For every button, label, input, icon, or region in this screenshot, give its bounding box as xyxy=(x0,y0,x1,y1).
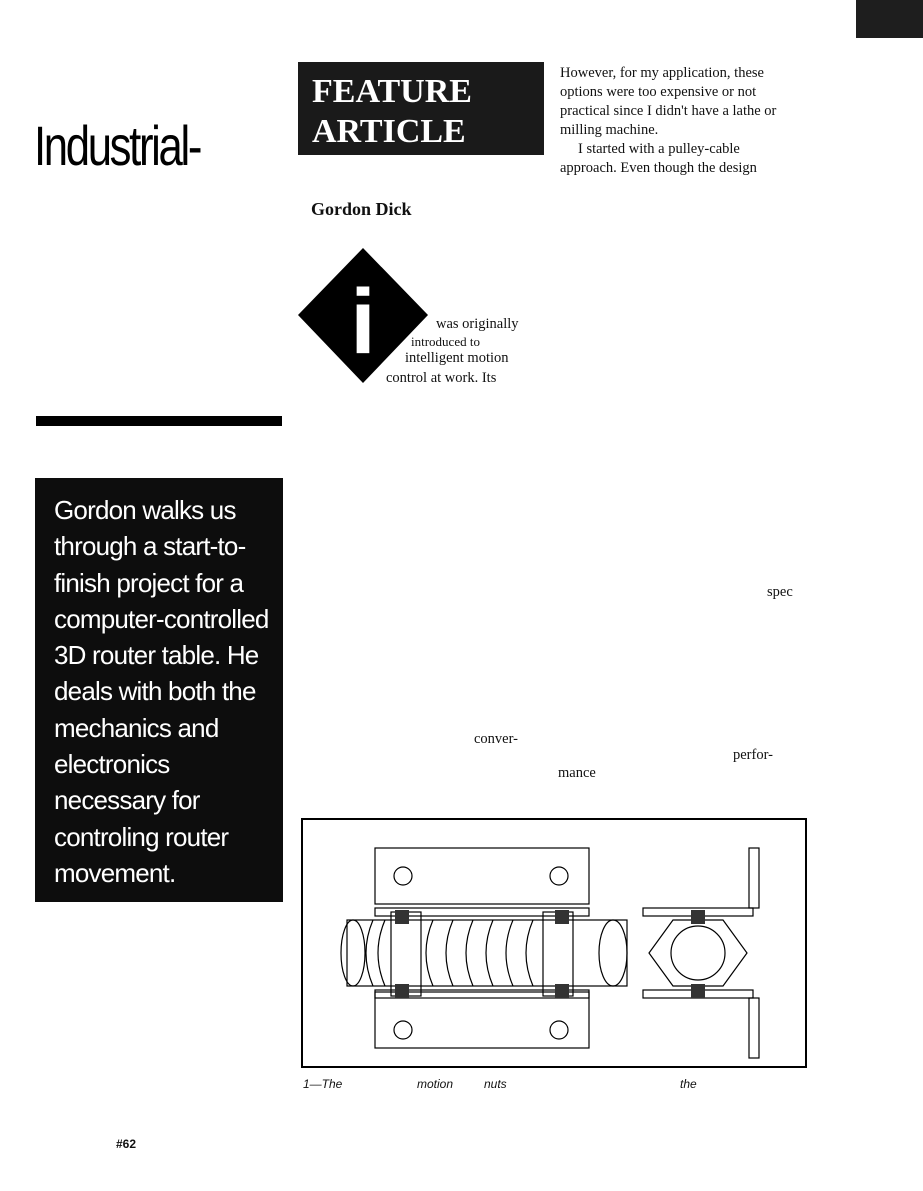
text-line: approach. Even though the design xyxy=(560,160,757,176)
bottom-mount-plate xyxy=(374,991,590,1049)
feature-line-1: FEATURE xyxy=(312,73,472,110)
intro-line: intelligent motion xyxy=(405,350,509,366)
caption-word: the xyxy=(680,1077,697,1091)
right-column-text: However, for my application, these optio… xyxy=(560,64,810,178)
feature-article-banner: FEATURE ARTICLE xyxy=(298,62,544,155)
corner-mark xyxy=(856,0,923,38)
screw-section xyxy=(670,925,726,981)
screw-end xyxy=(340,919,366,987)
set-screw xyxy=(555,910,569,924)
mount-hole xyxy=(549,866,569,886)
caption-word: motion xyxy=(417,1077,454,1091)
lead-screw xyxy=(346,919,628,987)
lower-flange xyxy=(374,989,590,999)
screw-end xyxy=(598,919,628,987)
text-fragment: conver- xyxy=(474,731,518,747)
mount-hole xyxy=(393,866,413,886)
page-number: #62 xyxy=(116,1137,137,1151)
dropcap-letter: i xyxy=(350,271,376,373)
feature-line-2: ARTICLE xyxy=(312,113,466,150)
set-screw xyxy=(691,984,705,998)
caption-number: 1—The xyxy=(303,1077,343,1091)
caption-word: nuts xyxy=(484,1077,507,1091)
mount-hole xyxy=(549,1020,569,1040)
hex-nut xyxy=(648,919,748,987)
text-line: I started with a pulley-cable xyxy=(578,141,740,157)
intro-line: introduced to xyxy=(411,334,480,349)
nut-left xyxy=(390,911,422,997)
text-fragment: perfor- xyxy=(733,747,773,763)
lead-screw-drawing xyxy=(340,847,760,1059)
article-blurb: Gordon walks us through a start-to-finis… xyxy=(35,478,283,902)
side-bracket-bottom xyxy=(748,997,760,1059)
screw-threads xyxy=(365,919,534,987)
set-screw xyxy=(395,984,409,998)
intro-line: was originally xyxy=(436,316,519,332)
intro-line: control at work. Its xyxy=(386,370,497,386)
upper-flange xyxy=(374,907,590,917)
figure-1 xyxy=(301,818,807,1068)
mount-hole xyxy=(393,1020,413,1040)
article-title: Industrial- xyxy=(34,114,202,177)
top-mount-plate xyxy=(374,847,590,905)
set-screw xyxy=(395,910,409,924)
text-fragment: mance xyxy=(558,765,596,781)
dropcap-diamond: i xyxy=(298,248,428,383)
set-screw xyxy=(691,910,705,924)
section-rule xyxy=(36,416,282,426)
text-fragment: spec xyxy=(767,584,793,600)
nut-right xyxy=(542,911,574,997)
text-line: practical since I didn't have a lathe or xyxy=(560,103,777,119)
author-name: Gordon Dick xyxy=(311,199,412,219)
text-line: milling machine. xyxy=(560,122,659,138)
side-bracket-top xyxy=(748,847,760,909)
set-screw xyxy=(555,984,569,998)
diamond-shape xyxy=(298,248,428,383)
text-line: However, for my application, these xyxy=(560,65,764,81)
text-line: options were too expensive or not xyxy=(560,84,757,100)
